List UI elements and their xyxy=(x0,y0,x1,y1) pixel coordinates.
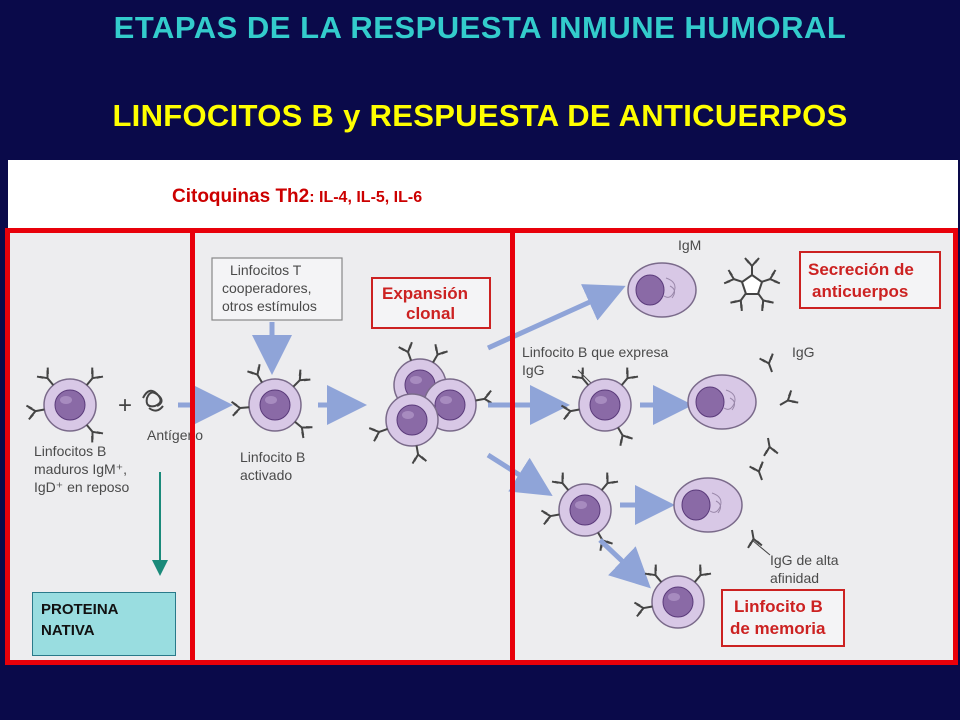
resting-label: Linfocitos B maduros IgM⁺, IgD⁺ en repos… xyxy=(34,443,131,495)
helper-box xyxy=(211,257,343,321)
arrow-to-memory xyxy=(598,538,651,589)
high-affinity-label: IgG de alta afinidad xyxy=(770,552,842,586)
igg-expressing-label: Linfocito B que expresa IgG xyxy=(522,344,672,378)
native-protein-line-2: NATIVA xyxy=(41,622,95,639)
expansion-label: Expansión clonal xyxy=(382,284,473,323)
secretion-line-2: anticuerpos xyxy=(812,282,908,301)
igg-label: IgG xyxy=(792,344,815,360)
title-line-2: LINFOCITOS B y RESPUESTA DE ANTICUERPOS xyxy=(112,98,848,133)
pointer-high-affinity xyxy=(751,539,771,556)
high-affinity-line-2: afinidad xyxy=(770,570,819,586)
igg-expressing-line-2: IgG xyxy=(522,362,545,378)
expansion-line-2: clonal xyxy=(406,304,455,323)
high-affinity-line-1: IgG de alta xyxy=(770,552,839,568)
plus-sign: + xyxy=(118,392,132,419)
arrow-to-secretion xyxy=(486,284,626,351)
title-line-1: ETAPAS DE LA RESPUESTA INMUNE HUMORAL xyxy=(113,10,847,45)
secretion-box xyxy=(799,251,941,309)
cytokines-label: Citoquinas Th2: IL-4, IL-5, IL-6 xyxy=(172,186,422,208)
igg-expressing-line-1: Linfocito B que expresa xyxy=(522,344,669,360)
native-protein-box: PROTEINA NATIVA xyxy=(32,592,176,656)
helper-line-2: cooperadores, xyxy=(222,280,312,296)
memory-box xyxy=(721,589,845,647)
activated-line-2: activado xyxy=(240,467,292,483)
expansion-box xyxy=(371,277,491,329)
igm-label: IgM xyxy=(678,237,701,253)
secretion-label: Secreción de anticuerpos xyxy=(808,260,919,301)
resting-label-line-1: Linfocitos B xyxy=(34,443,106,459)
stage-frame-activation xyxy=(190,228,515,665)
memory-label: Linfocito B de memoria xyxy=(730,597,828,638)
native-protein-line-1: PROTEINA xyxy=(41,601,119,618)
activated-line-1: Linfocito B xyxy=(240,449,305,465)
cytokines-list: : IL-4, IL-5, IL-6 xyxy=(309,189,423,206)
resting-label-line-3: IgD⁺ en reposo xyxy=(34,479,130,495)
secretion-line-1: Secreción de xyxy=(808,260,914,279)
helper-line-3: otros estímulos xyxy=(222,298,317,314)
expansion-line-1: Expansión xyxy=(382,284,468,303)
memory-line-2: de memoria xyxy=(730,619,826,638)
antigen-icon xyxy=(142,389,164,412)
resting-label-line-2: maduros IgM⁺, xyxy=(34,461,127,477)
cytokines-main: Citoquinas Th2 xyxy=(172,186,310,207)
memory-line-1: Linfocito B xyxy=(734,597,823,616)
igm-pentamer xyxy=(723,257,781,312)
antigen-label: Antígeno xyxy=(147,427,203,443)
helper-line-1: Linfocitos T xyxy=(230,262,302,278)
activated-label: Linfocito B activado xyxy=(240,449,309,483)
stage-frame-differentiation xyxy=(510,228,958,665)
helper-label: Linfocitos T cooperadores, otros estímul… xyxy=(222,262,317,314)
